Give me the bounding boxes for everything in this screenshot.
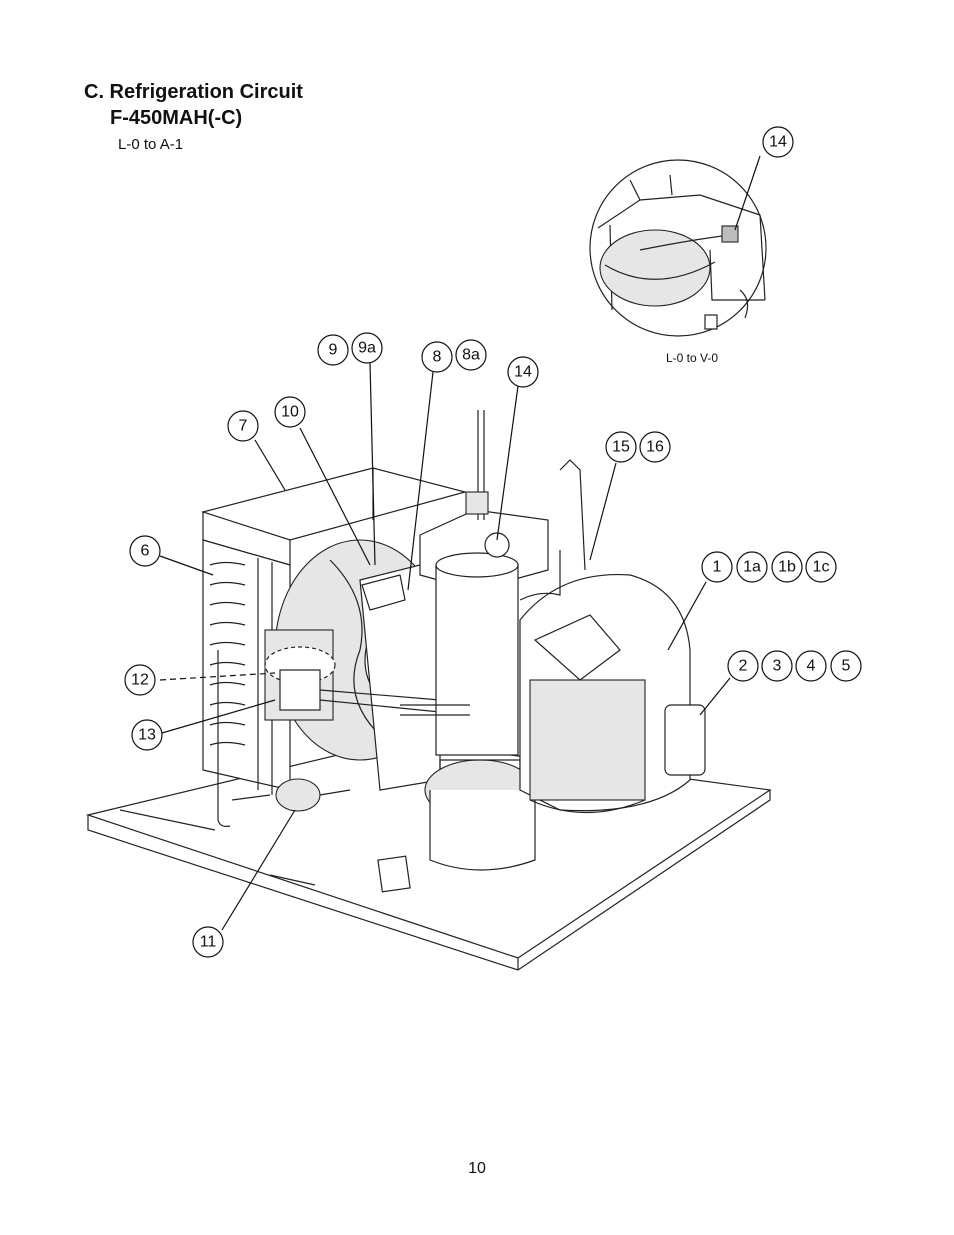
svg-text:2: 2 [739, 658, 748, 675]
svg-text:13: 13 [138, 727, 156, 744]
callout-12: 12 [124, 664, 156, 696]
svg-text:6: 6 [141, 543, 150, 560]
leader-lines [159, 155, 761, 931]
svg-text:4: 4 [807, 658, 816, 675]
valve-assembly [264, 629, 441, 721]
callout-6: 6 [129, 535, 161, 567]
callout-8: 8 [421, 341, 453, 373]
lower-motor [424, 759, 536, 871]
callout-1: 1 [701, 551, 733, 583]
callout-5: 5 [830, 650, 862, 682]
fan-motor-bracket [359, 559, 441, 791]
callout-11: 11 [192, 926, 224, 958]
svg-text:9a: 9a [358, 340, 376, 357]
callout-13: 13 [131, 719, 163, 751]
svg-text:9: 9 [329, 342, 338, 359]
callout-4: 4 [795, 650, 827, 682]
callout-14: 14 [507, 356, 539, 388]
svg-text:8: 8 [433, 349, 442, 366]
callout-1c: 1c [805, 551, 837, 583]
svg-text:11: 11 [200, 934, 217, 951]
section-title: C. Refrigeration Circuit [84, 81, 303, 103]
svg-text:1a: 1a [743, 559, 761, 576]
callout-9a: 9a [351, 332, 383, 364]
condenser [200, 467, 468, 827]
callout-1b: 1b [771, 551, 803, 583]
inset-detail: L-0 to V-0 [589, 159, 767, 365]
callout-1a: 1a [736, 551, 768, 583]
callout-2: 2 [727, 650, 759, 682]
svg-text:3: 3 [773, 658, 782, 675]
page-number: 10 [468, 1160, 486, 1177]
model-number: F-450MAH(-C) [110, 107, 243, 129]
compressor [519, 459, 706, 814]
serial-range: L-0 to A-1 [118, 136, 184, 153]
svg-text:10: 10 [281, 404, 299, 421]
svg-text:5: 5 [842, 658, 851, 675]
inset-serial-range: L-0 to V-0 [666, 351, 718, 365]
accumulator [400, 410, 549, 756]
svg-text:12: 12 [131, 672, 149, 689]
callout-8a: 8a [455, 339, 487, 371]
svg-text:1c: 1c [813, 559, 830, 576]
svg-text:7: 7 [239, 418, 248, 435]
callout-14-inset: 14 [762, 126, 794, 158]
svg-text:14: 14 [514, 364, 532, 381]
svg-text:16: 16 [646, 439, 664, 456]
svg-text:15: 15 [612, 439, 630, 456]
drier [231, 778, 351, 812]
callout-15: 15 [605, 431, 637, 463]
callout-10: 10 [274, 396, 306, 428]
svg-text:1: 1 [713, 559, 722, 576]
callout-7: 7 [227, 410, 259, 442]
svg-text:1b: 1b [778, 559, 796, 576]
svg-text:14: 14 [769, 134, 787, 151]
callout-16: 16 [639, 431, 671, 463]
callout-3: 3 [761, 650, 793, 682]
svg-text:8a: 8a [462, 347, 480, 364]
callout-9: 9 [317, 334, 349, 366]
